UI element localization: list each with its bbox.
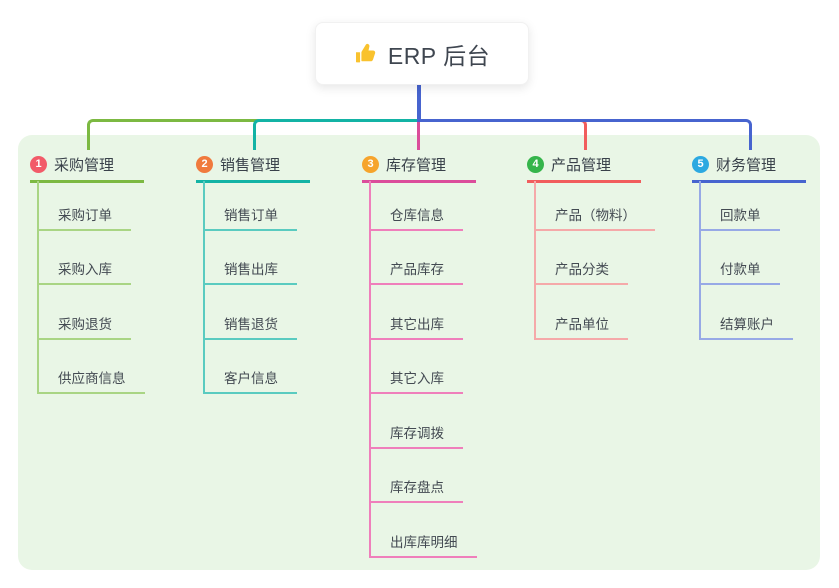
thumbs-up-icon <box>354 42 378 66</box>
list-item[interactable]: 产品单位 <box>534 307 628 340</box>
list-item-label: 采购退货 <box>58 316 112 332</box>
list-item-label: 回款单 <box>720 207 761 223</box>
list-item-label: 库存调拨 <box>390 425 444 441</box>
list-item[interactable]: 销售出库 <box>203 252 297 285</box>
list-item[interactable]: 产品（物料） <box>534 198 655 231</box>
topic-node-3[interactable]: 3 库存管理 <box>362 150 476 183</box>
topic-node-4[interactable]: 4 产品管理 <box>527 150 641 183</box>
branch-rail-2 <box>203 181 205 394</box>
connector-branch-2 <box>253 119 422 150</box>
topic-index-badge: 5 <box>692 155 709 173</box>
list-item-label: 产品库存 <box>390 262 444 277</box>
topic-index-badge: 2 <box>196 155 213 173</box>
list-item[interactable]: 库存调拨 <box>369 416 463 449</box>
list-item-label: 结算账户 <box>720 316 774 332</box>
branch-rail-3 <box>369 181 371 558</box>
list-item-label: 供应商信息 <box>58 371 126 386</box>
topic-title: 采购管理 <box>54 156 115 174</box>
list-item[interactable]: 付款单 <box>699 252 780 285</box>
topic-node-5[interactable]: 5 财务管理 <box>692 150 806 183</box>
list-item[interactable]: 产品库存 <box>369 252 463 285</box>
list-item-label: 其它出库 <box>390 316 444 332</box>
topic-node-2[interactable]: 2 销售管理 <box>196 150 310 183</box>
list-item[interactable]: 销售订单 <box>203 198 297 231</box>
root-node-erp[interactable]: ERP 后台 <box>315 22 529 85</box>
list-item-label: 付款单 <box>720 262 761 277</box>
list-item-label: 产品（物料） <box>555 207 636 223</box>
list-item-label: 出库库明细 <box>390 534 458 550</box>
topic-node-1[interactable]: 1 采购管理 <box>30 150 144 183</box>
list-item-label: 仓库信息 <box>390 207 444 223</box>
list-item[interactable]: 其它入库 <box>369 361 463 394</box>
list-item[interactable]: 销售退货 <box>203 307 297 340</box>
list-item[interactable]: 回款单 <box>699 198 780 231</box>
list-item[interactable]: 其它出库 <box>369 307 463 340</box>
list-item-label: 销售出库 <box>224 262 278 277</box>
list-item[interactable]: 客户信息 <box>203 361 297 394</box>
topic-index-badge: 3 <box>362 155 379 173</box>
list-item-label: 客户信息 <box>224 371 278 386</box>
topic-index-badge: 4 <box>527 155 544 173</box>
topic-title: 库存管理 <box>386 156 447 174</box>
branch-rail-4 <box>534 181 536 340</box>
list-item[interactable]: 库存盘点 <box>369 470 463 503</box>
list-item[interactable]: 供应商信息 <box>37 361 145 394</box>
branches-panel <box>18 135 820 570</box>
list-item[interactable]: 采购订单 <box>37 198 131 231</box>
list-item-label: 采购入库 <box>58 262 112 277</box>
list-item-label: 产品单位 <box>555 316 609 332</box>
root-stem-line <box>417 83 421 122</box>
topic-title: 产品管理 <box>551 156 612 174</box>
list-item-label: 销售退货 <box>224 316 278 332</box>
list-item-label: 其它入库 <box>390 371 444 386</box>
connector-branch-3-drop <box>417 120 420 150</box>
connector-branch-5 <box>419 119 752 150</box>
root-node-label: ERP 后台 <box>387 42 491 69</box>
list-item[interactable]: 采购退货 <box>37 307 131 340</box>
list-item[interactable]: 出库库明细 <box>369 525 477 558</box>
topic-title: 销售管理 <box>220 156 281 174</box>
list-item[interactable]: 产品分类 <box>534 252 628 285</box>
topic-title: 财务管理 <box>716 156 777 174</box>
list-item[interactable]: 仓库信息 <box>369 198 463 231</box>
list-item-label: 采购订单 <box>58 207 112 223</box>
list-item-label: 销售订单 <box>224 207 278 223</box>
branch-rail-1 <box>37 181 39 394</box>
list-item-label: 库存盘点 <box>390 480 444 495</box>
list-item[interactable]: 采购入库 <box>37 252 131 285</box>
list-item[interactable]: 结算账户 <box>699 307 793 340</box>
branch-rail-5 <box>699 181 701 340</box>
topic-index-badge: 1 <box>30 155 47 173</box>
list-item-label: 产品分类 <box>555 262 609 277</box>
